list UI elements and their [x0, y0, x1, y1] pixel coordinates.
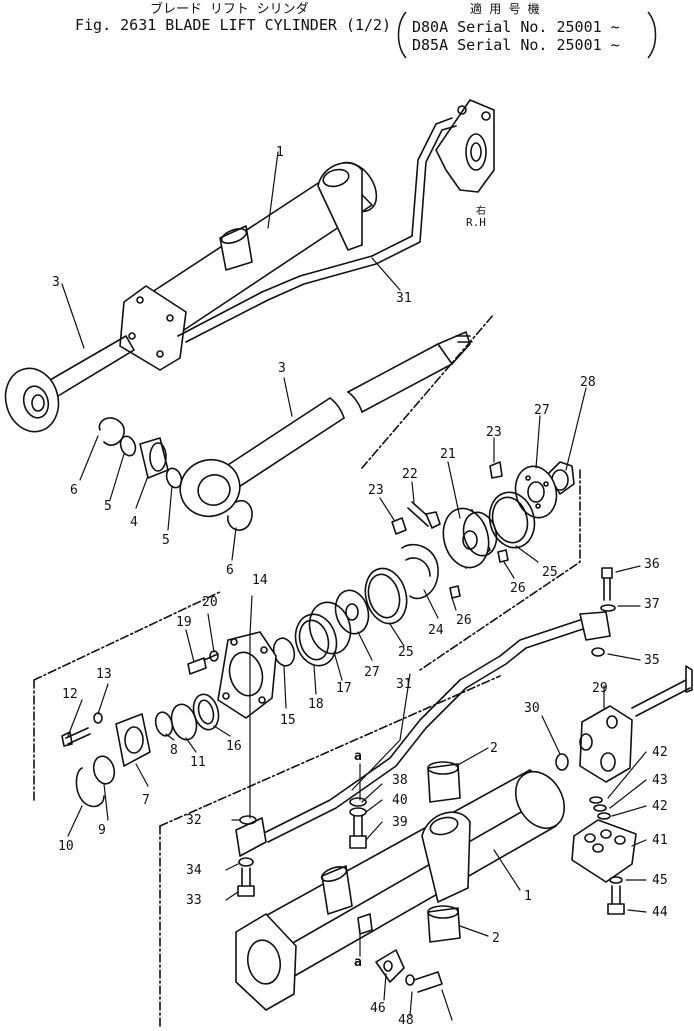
callout: 8 [170, 743, 178, 758]
callout: a [354, 955, 362, 970]
callout: 34 [186, 863, 202, 878]
callout: 22 [402, 467, 418, 482]
callout: 25 [542, 565, 558, 580]
callout: 31 [396, 677, 412, 692]
callout: 7 [142, 793, 150, 808]
callout: 5 [162, 533, 170, 548]
callout: 28 [580, 375, 596, 390]
callout: 41 [652, 833, 668, 848]
callout: 40 [392, 793, 408, 808]
callout: 4 [130, 515, 138, 530]
callout-labels: 1 3 31 3 28 27 23 21 22 23 6 5 4 5 6 25 … [52, 145, 668, 1028]
callout: 39 [392, 815, 408, 830]
side-label-en: R.H [466, 216, 486, 229]
valve-block-drawing [237, 567, 693, 915]
callout: 42 [652, 745, 668, 760]
page-title: Fig. 2631 BLADE LIFT CYLINDER (1/2) [75, 16, 392, 34]
callout: 44 [652, 905, 668, 920]
callout: 30 [524, 701, 540, 716]
callout: 23 [368, 483, 384, 498]
callout: 27 [364, 665, 380, 680]
callout: 19 [176, 615, 192, 630]
callout: 2 [490, 741, 498, 756]
callout: 24 [428, 623, 444, 638]
serial-range-d80a: D80A Serial No. 25001 ~ [412, 18, 620, 36]
callout: 6 [226, 563, 234, 578]
callout: 12 [62, 687, 78, 702]
callout: 2 [492, 931, 500, 946]
callout: 16 [226, 739, 242, 754]
callout: 6 [70, 483, 78, 498]
callout: 5 [104, 499, 112, 514]
callout: 23 [486, 425, 502, 440]
callout: 9 [98, 823, 106, 838]
callout: 38 [392, 773, 408, 788]
header-brackets [397, 11, 657, 59]
callout: a [354, 749, 362, 764]
callout: 32 [186, 813, 202, 828]
callout: 3 [52, 275, 60, 290]
callout: 35 [644, 653, 660, 668]
callout: 1 [276, 145, 284, 160]
callout: 3 [278, 361, 286, 376]
title-japanese: ブレード リフト シリンダ [150, 2, 309, 17]
callout: 48 [398, 1013, 414, 1027]
callout: 15 [280, 713, 296, 728]
callout: 26 [510, 581, 526, 596]
callout: 13 [96, 667, 112, 682]
callout: 14 [252, 573, 268, 588]
callout: 37 [644, 597, 660, 612]
rod-exploded-drawing [98, 331, 473, 531]
callout: 1 [524, 889, 532, 904]
tube-drawing [235, 611, 611, 857]
callout: 10 [58, 839, 74, 854]
callout: 17 [336, 681, 352, 696]
head-exploded-drawing [61, 631, 277, 808]
callout: 29 [592, 681, 608, 696]
callout: 20 [202, 595, 218, 610]
callout: 27 [534, 403, 550, 418]
assembled-cylinder-drawing [4, 99, 495, 433]
callout: 43 [652, 773, 668, 788]
applicability-label: 適 用 号 機 [470, 2, 540, 16]
callout: 36 [644, 557, 660, 572]
lower-cylinder-drawing [235, 761, 566, 1011]
callout: 25 [398, 645, 414, 660]
callout: 18 [308, 697, 324, 712]
callout: 33 [186, 893, 202, 908]
serial-range-d85a: D85A Serial No. 25001 ~ [412, 36, 620, 54]
callout: 45 [652, 873, 668, 888]
callout: 31 [396, 291, 412, 306]
callout: 21 [440, 447, 456, 462]
callout: 46 [370, 1001, 386, 1016]
leader-lines [61, 151, 647, 1021]
callout: 11 [190, 755, 206, 770]
callout: 42 [652, 799, 668, 814]
callout: 26 [456, 613, 472, 628]
piston-exploded-drawing [272, 461, 575, 667]
side-label-jp: 右 [476, 204, 486, 217]
